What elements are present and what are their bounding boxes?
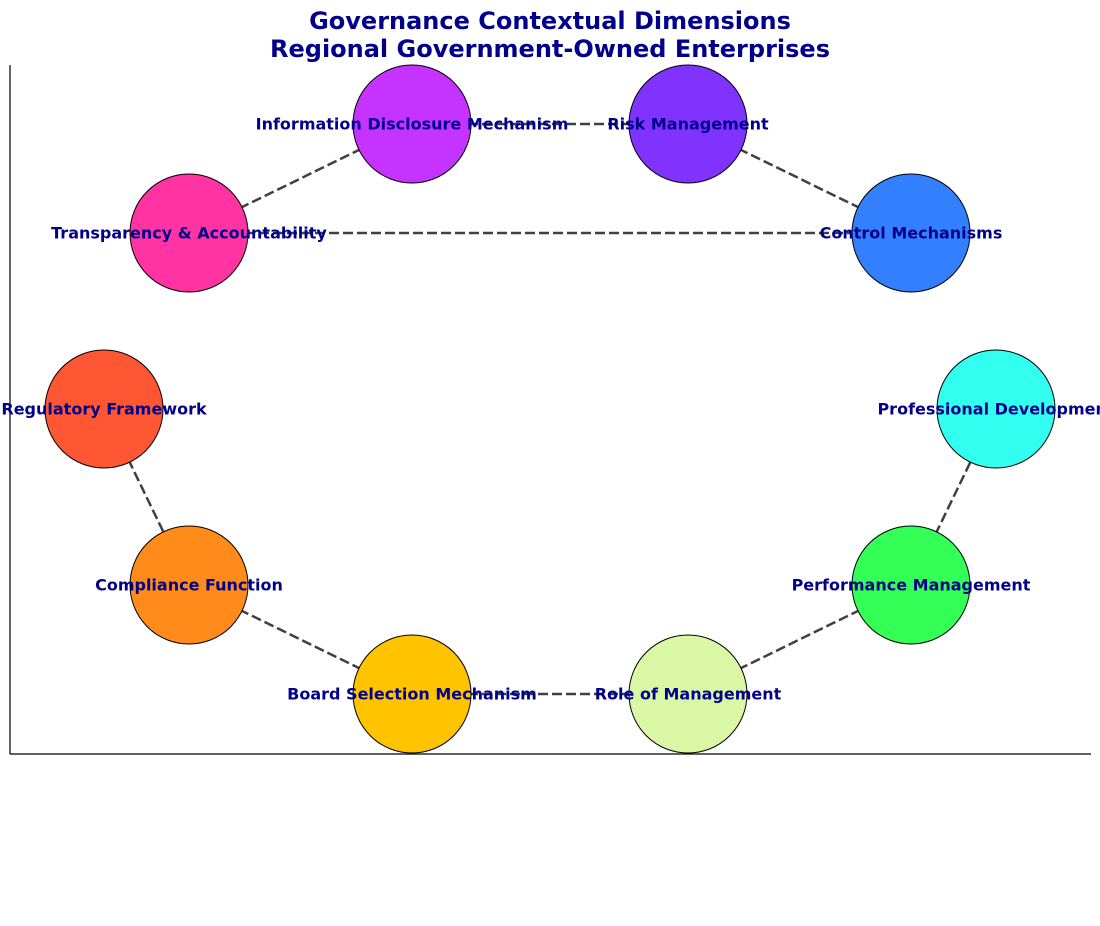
diagram-title: Governance Contextual Dimensions [309,7,791,35]
node-label-professional: Professional Development [877,400,1100,419]
node-label-risk: Risk Management [607,115,769,134]
node-risk [628,64,748,184]
node-label-performance: Performance Management [792,576,1031,595]
node-label-board: Board Selection Mechanism [287,685,537,704]
diagram-subtitle: Regional Government-Owned Enterprises [270,35,830,63]
node-professional [936,349,1056,469]
node-board [352,634,472,754]
node-label-regulatory: Regulatory Framework [1,400,207,419]
node-transparency [129,173,249,293]
node-performance [851,525,971,645]
node-role [628,634,748,754]
node-compliance [129,525,249,645]
node-label-disclosure: Information Disclosure Mechanism [256,115,569,134]
node-label-control: Control Mechanisms [820,224,1003,243]
node-disclosure [352,64,472,184]
node-label-compliance: Compliance Function [95,576,283,595]
nodes-layer [44,64,1056,754]
node-regulatory [44,349,164,469]
node-label-role: Role of Management [595,685,782,704]
node-control [851,173,971,293]
node-label-transparency: Transparency & Accountability [51,224,327,243]
